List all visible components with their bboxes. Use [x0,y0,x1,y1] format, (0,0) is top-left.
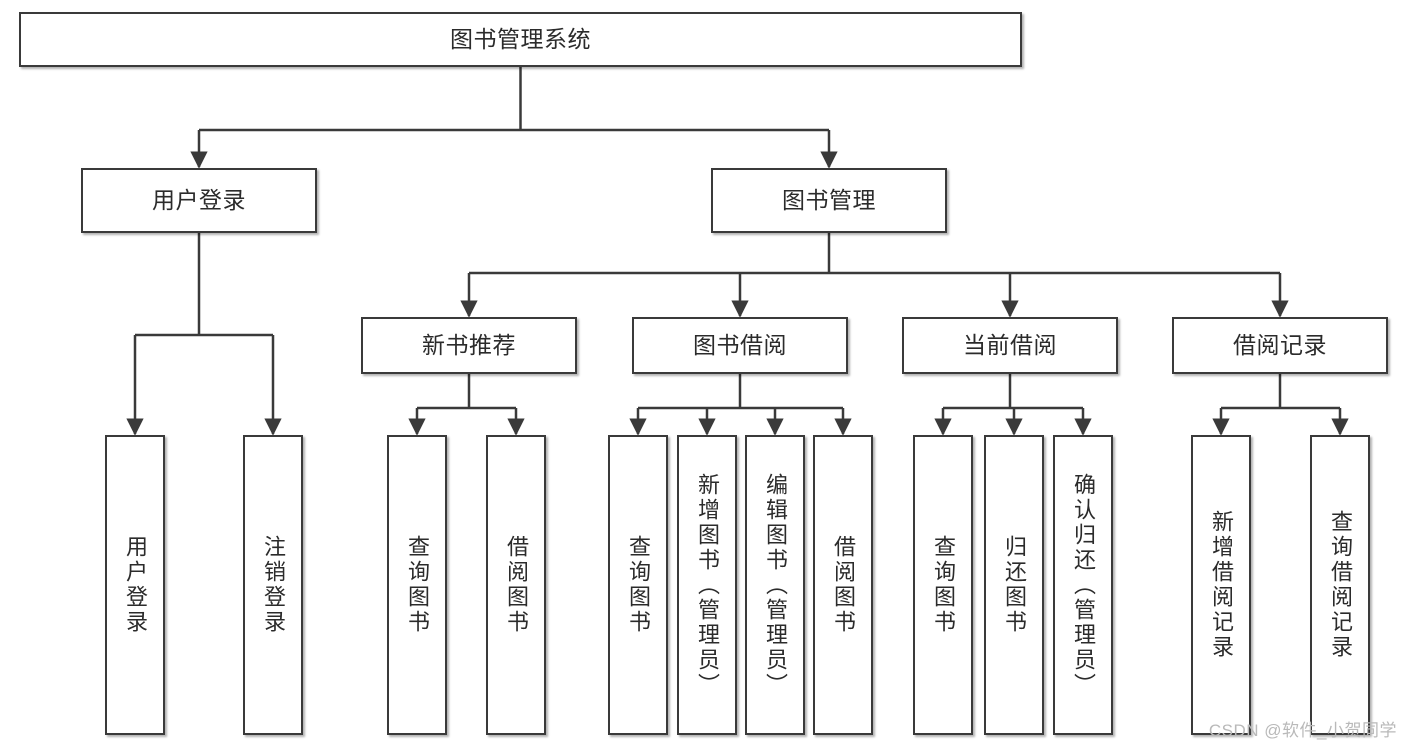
node-book-manage[interactable]: 图书管理 [711,168,947,233]
node-label: 借阅记录 [1233,331,1327,358]
node-label: 图书借阅 [693,331,787,358]
node-label: 新增图书（管理员） [695,472,720,698]
node-user-login[interactable]: 用户登录 [81,168,317,233]
node-label: 新增借阅记录 [1209,510,1234,660]
node-label: 图书管理 [782,186,876,213]
node-label: 查询图书 [931,535,956,635]
node-label: 新书推荐 [422,331,516,358]
node-label: 用户登录 [152,186,246,213]
node-label: 当前借阅 [963,331,1057,358]
watermark-label: CSDN @软件_小贺同学 [1208,721,1397,740]
node-current-borrow[interactable]: 当前借阅 [902,317,1118,374]
node-leaf-query-record[interactable]: 查询借阅记录 [1310,435,1370,735]
node-label: 注销登录 [261,535,286,635]
node-leaf-add-book[interactable]: 新增图书（管理员） [677,435,737,735]
node-label: 图书管理系统 [450,25,591,52]
node-label: 确认归还（管理员） [1071,472,1096,698]
node-label: 归还图书 [1002,535,1027,635]
node-label: 借阅图书 [504,535,529,635]
node-label: 用户登录 [123,535,148,635]
node-leaf-user-login[interactable]: 用户登录 [105,435,165,735]
node-leaf-confirm-return[interactable]: 确认归还（管理员） [1053,435,1113,735]
node-label: 查询图书 [405,535,430,635]
node-leaf-query-book-borrow[interactable]: 查询图书 [608,435,668,735]
node-label: 查询图书 [626,535,651,635]
node-new-book-rec[interactable]: 新书推荐 [361,317,577,374]
node-leaf-query-book-current[interactable]: 查询图书 [913,435,973,735]
node-leaf-add-record[interactable]: 新增借阅记录 [1191,435,1251,735]
node-leaf-edit-book[interactable]: 编辑图书（管理员） [745,435,805,735]
node-leaf-borrow-book-rec[interactable]: 借阅图书 [486,435,546,735]
node-leaf-borrow-book[interactable]: 借阅图书 [813,435,873,735]
node-label: 查询借阅记录 [1328,510,1353,660]
node-book-borrow[interactable]: 图书借阅 [632,317,848,374]
node-label: 编辑图书（管理员） [763,472,788,698]
node-label: 借阅图书 [831,535,856,635]
node-root-root[interactable]: 图书管理系统 [19,12,1022,67]
node-borrow-record[interactable]: 借阅记录 [1172,317,1388,374]
node-leaf-user-logout[interactable]: 注销登录 [243,435,303,735]
node-leaf-query-book-rec[interactable]: 查询图书 [387,435,447,735]
node-leaf-return-book[interactable]: 归还图书 [984,435,1044,735]
